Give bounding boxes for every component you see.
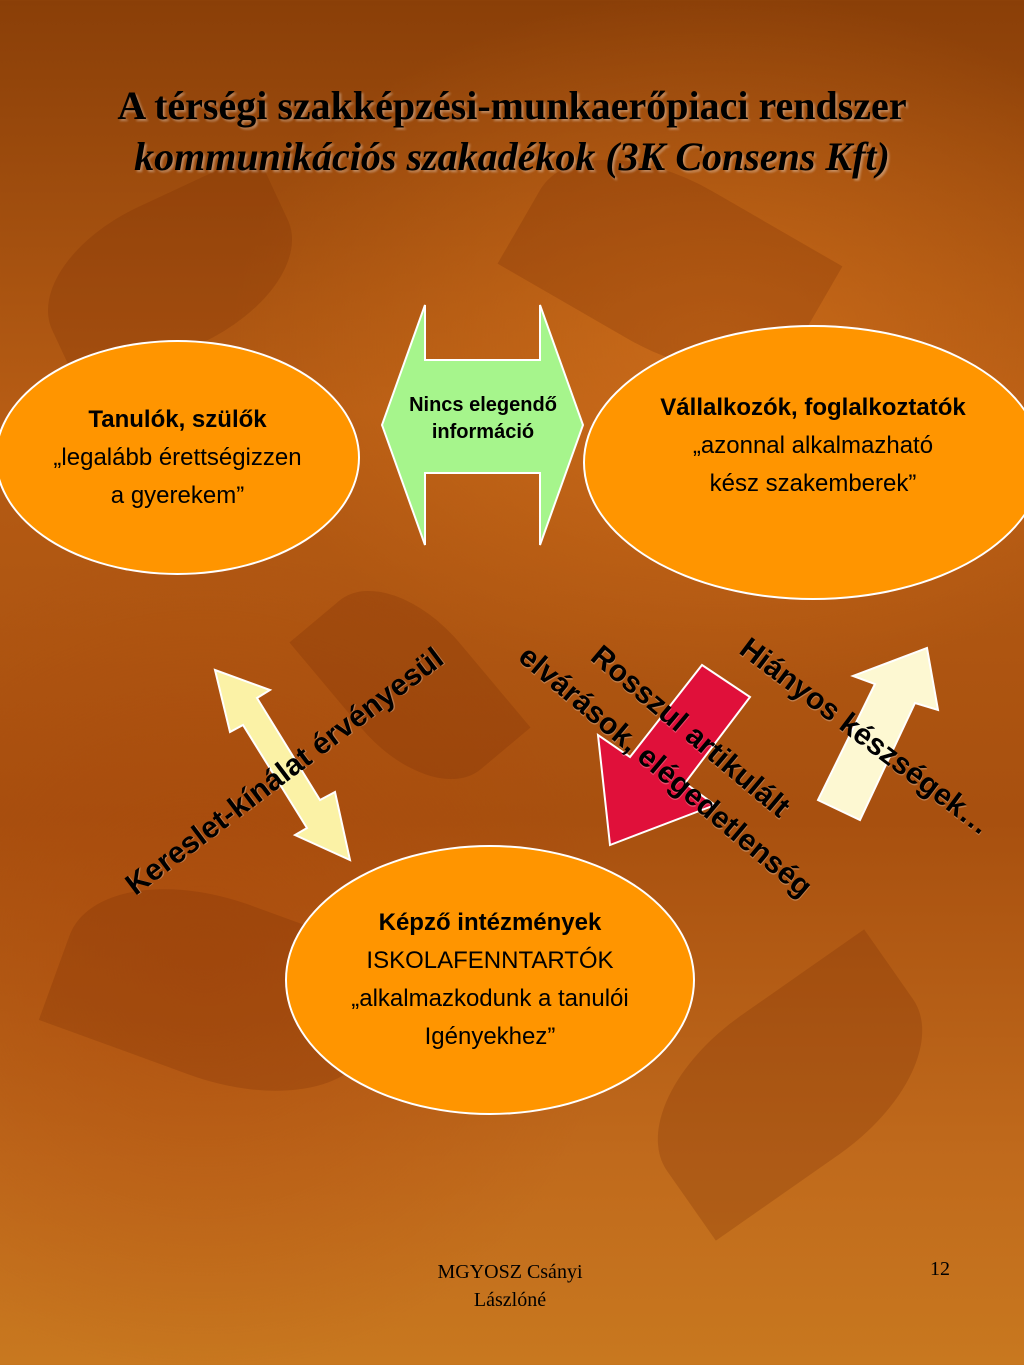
node-employers: Vállalkozók, foglalkoztatók „azonnal alk… bbox=[583, 325, 1024, 600]
node-training-line1: ISKOLAFENNTARTÓK bbox=[366, 947, 614, 974]
node-employers-heading: Vállalkozók, foglalkoztatók bbox=[660, 394, 966, 421]
slide-subtitle: kommunikációs szakadékok (3K Consens Kft… bbox=[134, 134, 890, 179]
double-arrow-supply-demand bbox=[213, 668, 352, 862]
node-employers-line1: „azonnal alkalmazható bbox=[692, 432, 934, 459]
node-students-parents: Tanulók, szülők „legalább érettségizzen … bbox=[0, 340, 360, 575]
node-training-heading: Képző intézmények bbox=[378, 909, 602, 936]
arrow-label-info-line2: információ bbox=[431, 421, 535, 443]
double-arrow-info bbox=[380, 304, 585, 546]
page-number: 12 bbox=[930, 1258, 950, 1280]
arrow-missing-skills bbox=[816, 646, 940, 822]
node-training-line3: Igényekhez” bbox=[424, 1023, 556, 1050]
node-students-heading: Tanulók, szülők bbox=[88, 405, 267, 433]
node-students-line1: „legalább érettségizzen bbox=[53, 443, 302, 471]
footer-author-line2: Lászlóné bbox=[473, 1289, 547, 1311]
arrow-label-info: Nincs elegendő információ bbox=[378, 392, 588, 446]
node-employers-line2: kész szakemberek” bbox=[709, 470, 917, 497]
footer-author-line1: MGYOSZ Csányi bbox=[437, 1261, 583, 1283]
slide-title: A térségi szakképzési-munkaerőpiaci rend… bbox=[117, 83, 907, 128]
arrow-poorly-articulated bbox=[596, 663, 752, 847]
node-training-line2: „alkalmazkodunk a tanulói bbox=[351, 985, 629, 1012]
arrow-label-info-line1: Nincs elegendő bbox=[409, 394, 557, 416]
node-students-line2: a gyerekem” bbox=[110, 481, 245, 509]
footer-author: MGYOSZ Csányi Lászlóné bbox=[380, 1258, 640, 1314]
node-training-institutions: Képző intézmények ISKOLAFENNTARTÓK „alka… bbox=[285, 845, 695, 1115]
